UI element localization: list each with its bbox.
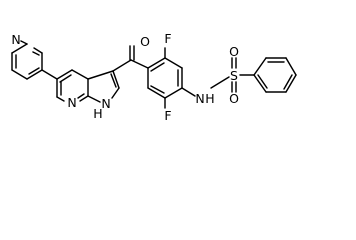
bond [253, 57, 267, 76]
carbonyl-oxygen-label: O [140, 34, 150, 49]
bond [32, 51, 40, 56]
bond [71, 69, 89, 80]
bond [257, 74, 268, 89]
bond [181, 87, 196, 97]
bond [87, 70, 114, 80]
bonds [11, 40, 297, 109]
pyrrole-hydrogen-label: H [93, 106, 102, 121]
sulfonyl-oxygen-lower-label: O [229, 91, 239, 106]
bond [110, 73, 117, 88]
bond [77, 93, 85, 99]
azaindole-nitrogen-label: N [67, 95, 76, 110]
bond [79, 95, 89, 102]
bond [130, 59, 149, 69]
bond [28, 67, 40, 75]
bond [11, 43, 28, 54]
bond [164, 87, 183, 99]
bond [210, 76, 230, 89]
bond [147, 57, 166, 69]
bond [150, 85, 165, 94]
bond [41, 69, 58, 80]
bond [33, 47, 43, 54]
sulfonamide-hydrogen-label: H [205, 91, 214, 106]
pyridine-nitrogen-label: N [11, 32, 20, 47]
bond [26, 69, 43, 80]
sulfonamide-nitrogen-label: N [195, 91, 204, 106]
bond [20, 40, 28, 45]
chemical-structure: N N N H O F F N H S O O [11, 31, 297, 123]
sulfonyl-oxygen-upper-label: O [229, 44, 239, 59]
bond [112, 59, 132, 72]
atom-labels: N N N H O F F N H S O O [11, 31, 239, 123]
bond [285, 57, 297, 76]
bond [164, 57, 183, 69]
bond [112, 70, 120, 89]
fluorine-upper-label: F [164, 31, 171, 46]
bond [56, 96, 65, 102]
bond [253, 74, 267, 93]
fluorine-lower-label: F [164, 108, 171, 123]
bond [56, 69, 73, 80]
bond [111, 87, 120, 99]
bond [150, 62, 165, 72]
bond [283, 74, 293, 90]
bond [285, 74, 297, 93]
bond [87, 95, 101, 103]
sulfur-label: S [230, 68, 238, 83]
bond [147, 87, 166, 99]
bond [11, 69, 28, 80]
pyrrole-nitrogen-label: N [101, 96, 110, 111]
bond [59, 74, 72, 83]
